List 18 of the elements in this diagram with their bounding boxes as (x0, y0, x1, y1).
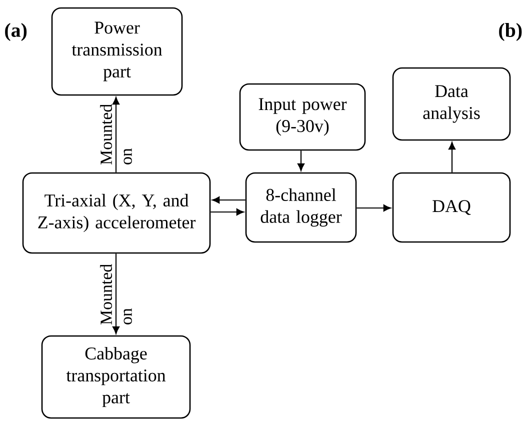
panel-label: (a) (5, 22, 27, 42)
arrow (356, 204, 391, 212)
process-box: 8-channel data logger (245, 172, 357, 243)
process-box: Tri-axial (X, Y, and Z-axis) accelerometer (22, 172, 211, 254)
edge-label: Mounted on (100, 264, 132, 325)
arrow (298, 150, 304, 171)
process-box: Cabbage transportation part (41, 335, 191, 419)
arrow (210, 208, 244, 216)
arrow (112, 254, 120, 334)
process-box: Data analysis (392, 67, 511, 141)
arrow (112, 97, 120, 172)
process-box: Input power (9-30v) (239, 83, 366, 151)
process-box: DAQ (392, 172, 511, 243)
process-box: Power transmission part (51, 7, 183, 96)
panel-label: (b) (499, 22, 522, 42)
edge-label: Mounted on (100, 104, 132, 165)
arrow (212, 196, 246, 204)
arrow (448, 142, 456, 172)
